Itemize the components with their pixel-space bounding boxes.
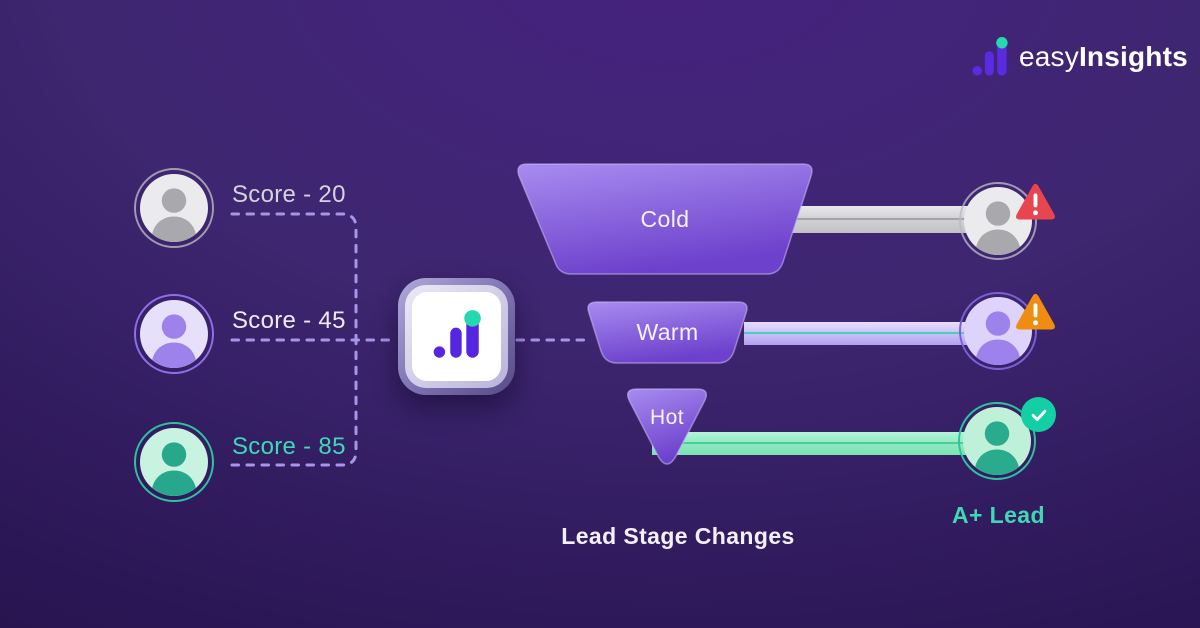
score-label-20: Score - 20	[232, 181, 346, 208]
funnel-label-warm: Warm	[636, 319, 699, 345]
result-avatar-hot	[958, 402, 1036, 480]
score-label-85: Score - 85	[232, 433, 346, 460]
result-avatar-cold	[959, 182, 1037, 260]
brand-name-regular: easy	[1019, 41, 1079, 72]
connector-hot-line	[230, 338, 358, 467]
diagram-caption: Lead Stage Changes	[561, 523, 795, 549]
connector-cold-line	[230, 212, 358, 342]
warm-connector-bar	[744, 322, 998, 345]
hot-bar-seam	[652, 442, 1000, 444]
user-icon	[964, 297, 1032, 365]
warning-red-icon	[1014, 182, 1057, 228]
funnel-stage-cold-shape	[517, 163, 813, 275]
result-avatar-warm	[959, 292, 1037, 370]
brand-name: easyInsights	[1019, 41, 1188, 73]
lead-avatar-score-20	[134, 168, 214, 248]
brand-name-bold: Insights	[1078, 41, 1188, 72]
warning-orange-icon	[1014, 292, 1057, 338]
cold-bar-seam	[792, 218, 998, 220]
user-icon	[964, 187, 1032, 255]
lead-avatar-score-45	[134, 294, 214, 374]
bar-chart-logo-icon	[412, 292, 501, 381]
funnel-stage-warm-shape	[587, 301, 748, 364]
funnel-stage-hot-shape	[626, 388, 708, 465]
user-icon	[140, 300, 208, 368]
score-label-45: Score - 45	[232, 307, 346, 334]
app-icon-frame	[405, 285, 508, 388]
easyinsights-app-icon	[398, 278, 515, 395]
check-circle-icon	[1021, 397, 1056, 432]
funnel-label-hot: Hot	[650, 406, 684, 429]
bar-chart-logo-icon	[972, 37, 1008, 76]
user-icon	[963, 407, 1031, 475]
funnel-label-cold: Cold	[640, 206, 690, 232]
brand-logo: easyInsights	[972, 36, 1188, 78]
result-label: A+ Lead	[952, 502, 1045, 528]
user-icon	[140, 428, 208, 496]
lead-avatar-score-85	[134, 422, 214, 502]
user-icon	[140, 174, 208, 242]
warm-bar-seam	[744, 332, 998, 334]
hot-connector-bar	[652, 432, 1000, 455]
